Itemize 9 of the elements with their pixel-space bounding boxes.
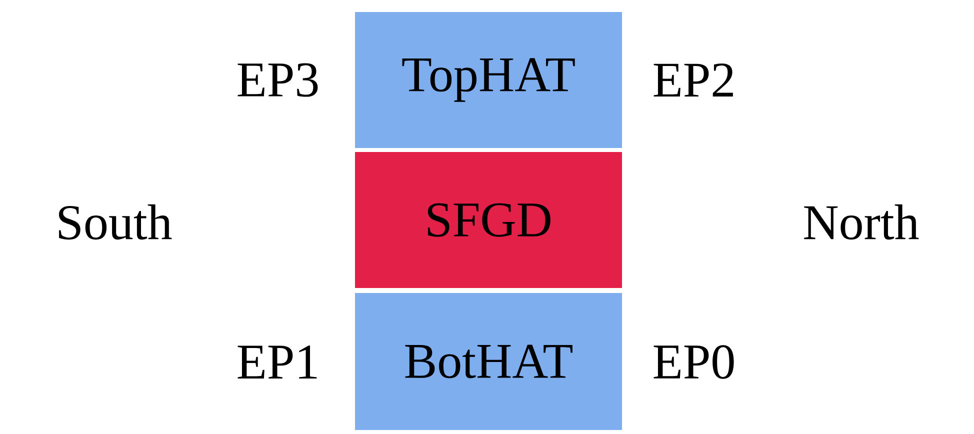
label: EP0: [654, 345, 734, 379]
detector-box: SFGD: [355, 152, 622, 288]
label: EP1: [238, 346, 317, 378]
detector-box: TopHAT: [355, 12, 622, 148]
label: EP3: [238, 63, 318, 97]
label: South: [59, 204, 172, 240]
label: North: [804, 204, 919, 240]
detector-box: BotHAT: [355, 293, 622, 430]
label: EP2: [654, 63, 733, 97]
